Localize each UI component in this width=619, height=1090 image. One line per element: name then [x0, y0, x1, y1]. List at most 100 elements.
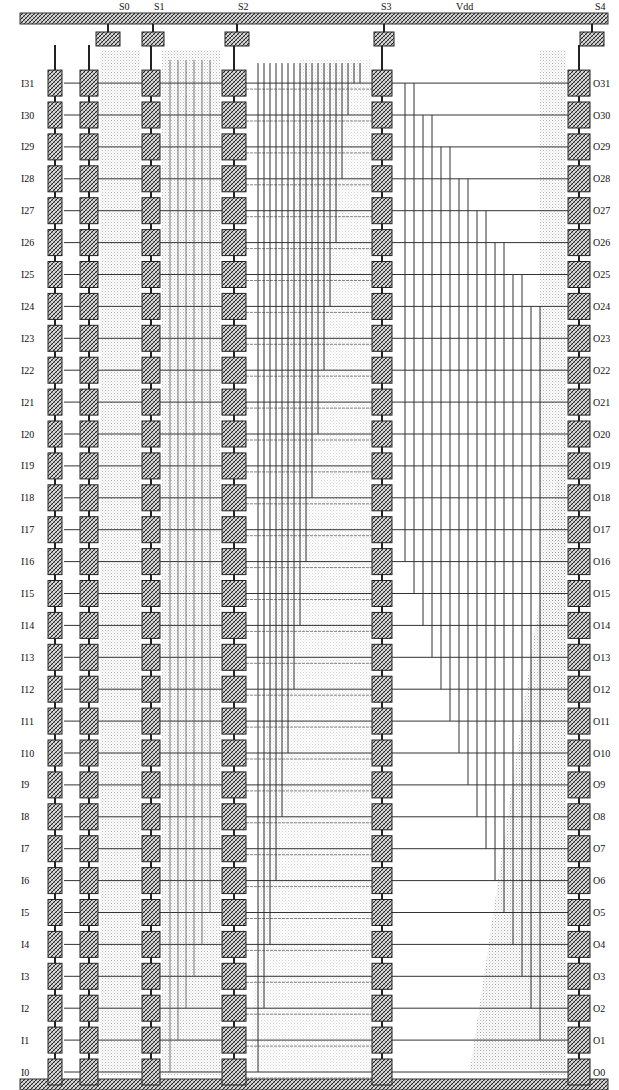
- shift-wire: [513, 275, 514, 945]
- transistor-cell: [142, 931, 160, 957]
- transistor-cell: [142, 612, 160, 638]
- row-wire: [160, 976, 222, 977]
- transistor-cell: [48, 325, 62, 351]
- transistor-cell: [80, 357, 98, 383]
- row-wire: [98, 115, 142, 116]
- row-wire: [246, 83, 372, 84]
- signal-label: I5: [20, 907, 30, 918]
- signal-label: O26: [592, 237, 611, 248]
- signal-label: I21: [20, 397, 35, 408]
- transistor-cell: [80, 612, 98, 638]
- row-wire: [160, 880, 222, 881]
- row-wire: [160, 625, 222, 626]
- transistor-cell: [568, 262, 590, 288]
- signal-label: O27: [592, 205, 611, 216]
- signal-label: O8: [592, 811, 606, 822]
- signal-label: O18: [592, 492, 611, 503]
- signal-label: O31: [592, 78, 611, 89]
- transistor-cell: [372, 549, 392, 575]
- transistor-cell: [568, 421, 590, 447]
- row-wire: [64, 146, 80, 147]
- signal-label: I8: [20, 811, 30, 822]
- row-wire: [98, 370, 142, 371]
- signal-label: I25: [20, 269, 35, 280]
- row-wire: [98, 83, 142, 84]
- transistor-cell: [222, 931, 246, 957]
- signal-label: S3: [380, 1, 393, 12]
- row-wire: [246, 402, 372, 403]
- transistor-columns: [48, 45, 590, 1085]
- transistor-cell: [142, 70, 160, 96]
- row-wire: [160, 370, 222, 371]
- transistor-cell: [568, 868, 590, 894]
- transistor-cell: [80, 804, 98, 830]
- transistor-cell: [372, 453, 392, 479]
- transistor-cell: [142, 900, 160, 926]
- transistor-cell: [80, 868, 98, 894]
- row-wire: [246, 631, 372, 632]
- signal-label: O6: [592, 875, 606, 886]
- shift-wire: [276, 63, 277, 881]
- row-wires: [64, 83, 568, 1078]
- transistor-cell: [142, 166, 160, 192]
- transistor-cell: [142, 549, 160, 575]
- signal-label: I28: [20, 173, 35, 184]
- transistor-cell: [568, 230, 590, 256]
- row-wire: [160, 306, 222, 307]
- shift-wire: [348, 63, 349, 115]
- row-wire: [246, 599, 372, 600]
- signal-label: I11: [20, 716, 35, 727]
- shift-wire: [531, 306, 532, 1008]
- transistor-cell: [48, 1059, 62, 1085]
- transistor-cell: [142, 1059, 160, 1085]
- transistor-cell: [372, 421, 392, 447]
- transistor-cell: [142, 517, 160, 543]
- row-wire: [246, 918, 372, 919]
- shift-wire: [318, 63, 319, 434]
- transistor-cell: [48, 485, 62, 511]
- row-wire: [246, 1072, 372, 1073]
- transistor-cell: [222, 70, 246, 96]
- signal-label: O15: [592, 588, 611, 599]
- row-wire: [246, 338, 372, 339]
- row-wire: [64, 976, 80, 977]
- signal-label: O3: [592, 971, 606, 982]
- signal-label: I29: [20, 141, 35, 152]
- row-wire: [64, 721, 80, 722]
- shift-wire: [306, 63, 307, 561]
- signal-label: O17: [592, 524, 611, 535]
- transistor-cell: [222, 581, 246, 607]
- row-wire: [246, 753, 372, 754]
- bottom-rail: [20, 1079, 608, 1090]
- transistor-cell: [48, 963, 62, 989]
- control-wire: [236, 24, 238, 32]
- row-wire: [160, 402, 222, 403]
- signal-label: O20: [592, 429, 611, 440]
- signal-label: I18: [20, 492, 35, 503]
- row-wire: [392, 402, 568, 403]
- transistor-cell: [80, 549, 98, 575]
- transistor-cell: [568, 517, 590, 543]
- row-wire: [64, 784, 80, 785]
- transistor-cell: [142, 230, 160, 256]
- transistor-cell: [142, 804, 160, 830]
- transistor-cell: [80, 931, 98, 957]
- row-wire: [160, 944, 222, 945]
- top-rail: [20, 13, 608, 24]
- signal-label: I7: [20, 843, 30, 854]
- signal-label: O0: [592, 1067, 606, 1078]
- row-wire: [246, 242, 372, 243]
- transistor-cell: [222, 453, 246, 479]
- shift-wire: [202, 60, 203, 944]
- transistor-cell: [372, 198, 392, 224]
- transistor-cell: [142, 581, 160, 607]
- transistor-cell: [48, 708, 62, 734]
- transistor-cell: [568, 357, 590, 383]
- row-wire: [64, 944, 80, 945]
- signal-label: S1: [153, 1, 166, 12]
- row-wire: [246, 593, 372, 594]
- row-wire: [246, 976, 372, 977]
- row-wire: [160, 465, 222, 466]
- transistor-cell: [80, 772, 98, 798]
- signal-label: O19: [592, 460, 611, 471]
